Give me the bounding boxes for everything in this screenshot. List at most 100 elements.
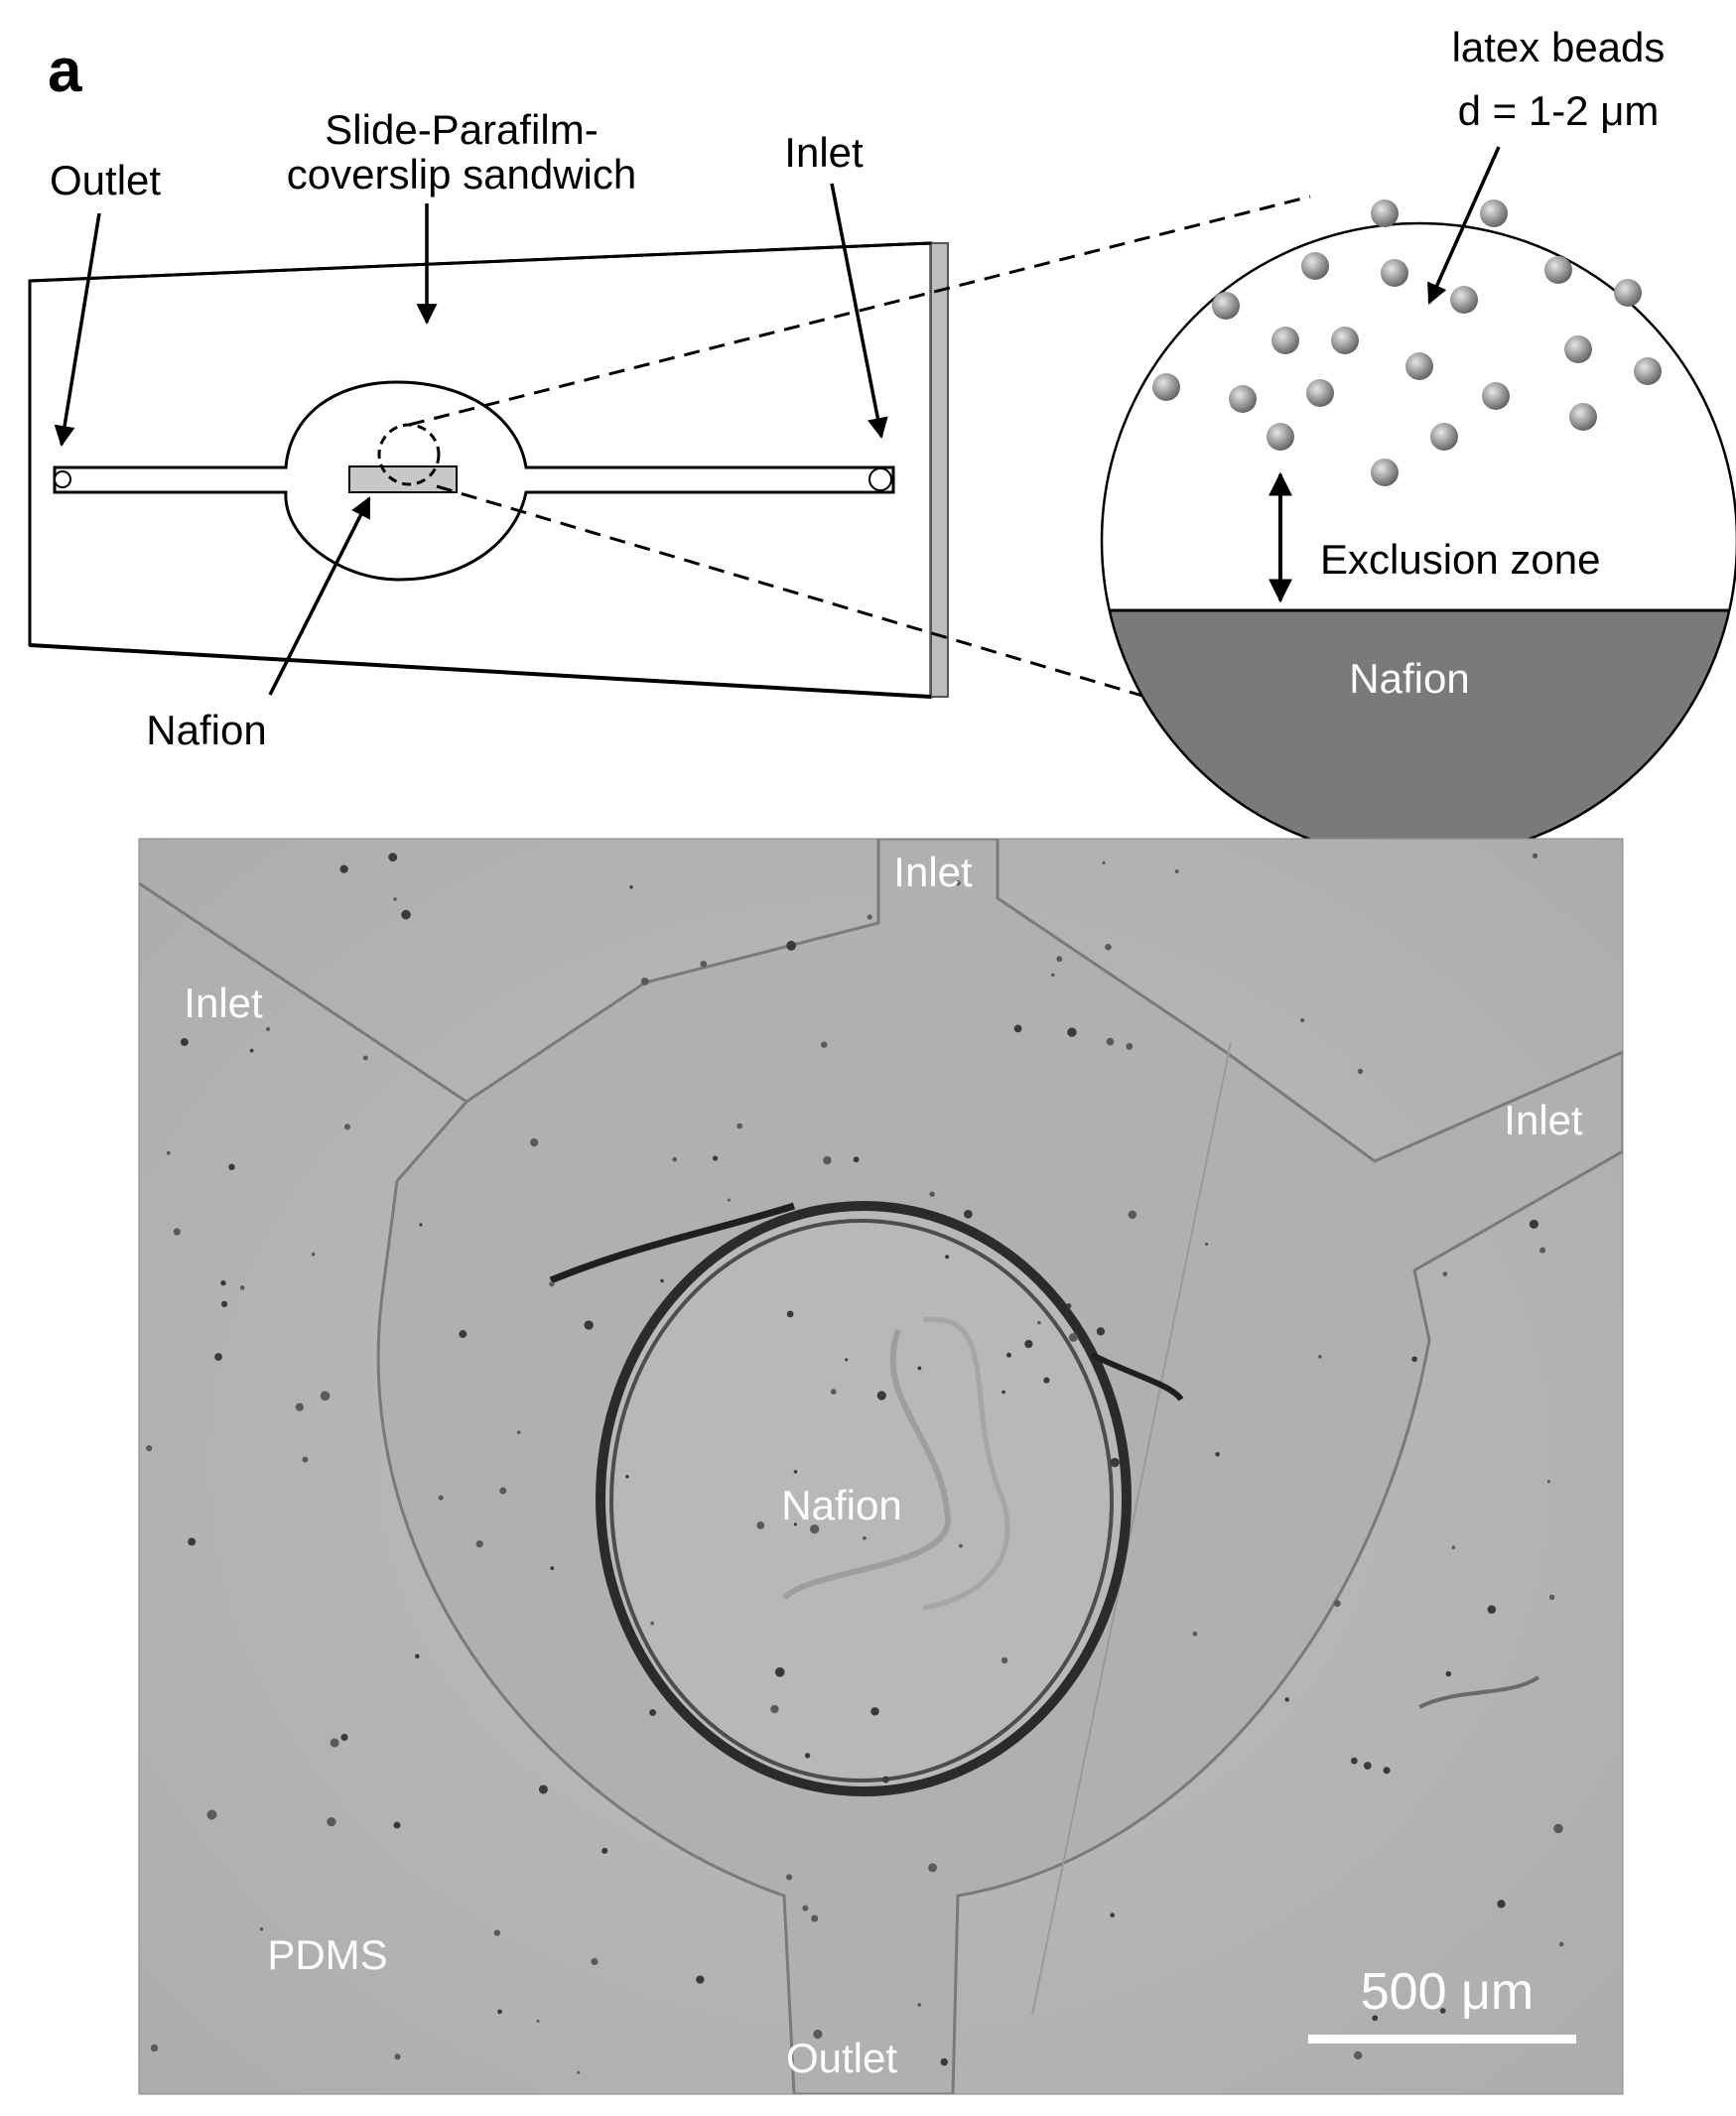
debris-speck [1553,1823,1563,1834]
debris-speck [475,1540,483,1548]
flow-channel [53,380,895,582]
outlet-photo-label: Outlet [786,2035,897,2081]
debris-speck [1024,1339,1033,1349]
debris-speck [1497,1900,1506,1909]
debris-speck [845,1358,849,1362]
nafion-disk [549,1201,1184,1796]
debris-speck [1066,1303,1072,1309]
debris-speck [736,1123,743,1129]
debris-speck [1051,973,1055,978]
debris-speck [1529,1219,1539,1230]
debris-speck [712,1155,719,1161]
debris-speck [1001,1656,1008,1664]
debris-speck [415,1653,420,1659]
debris-speck [394,2053,401,2060]
debris-speck [1106,1037,1115,1046]
debris-speck [928,1863,937,1873]
debris-speck [823,1155,832,1165]
panel-b: b Inlet Inlet Inlet Nafion [138,838,1624,2095]
inlet-arrow [830,183,888,440]
debris-speck [1174,869,1179,873]
latex-bead [1212,292,1240,320]
debris-speck [1110,1913,1115,1918]
latex-bead [1480,199,1508,227]
latex-bead [1544,256,1572,284]
debris-speck [1539,1247,1546,1254]
debris-speck [672,1156,677,1162]
debris-speck [601,1847,608,1854]
debris-speck [340,1733,348,1742]
debris-speck [917,1366,922,1371]
debris-speck [1363,1762,1372,1770]
debris-speck [549,1281,555,1287]
debris-speck [1439,2008,1446,2014]
debris-speck [220,1280,226,1286]
debris-speck [393,897,397,901]
debris-speck [1067,1027,1077,1037]
nafion-layer [1102,610,1736,859]
debris-speck [188,1537,197,1546]
panel-a-arrows [54,146,1501,696]
debris-speck [945,1255,950,1259]
debris-speck [1037,1320,1041,1325]
debris-speck [438,1495,444,1501]
debris-speck [493,1929,500,1936]
latex-bead [1267,423,1294,451]
latex-bead [1614,279,1642,307]
debris-speck [1383,1767,1391,1775]
debris-speck [1192,1631,1198,1637]
debris-speck [339,864,348,873]
debris-speck [362,1055,368,1061]
debris-speck [1357,1068,1364,1075]
debris-speck [1442,1271,1448,1277]
debris-speck [929,1191,935,1197]
debris-speck [853,1156,860,1163]
debris-speck [1096,1327,1106,1336]
debris-speck [955,880,961,886]
debris-speck [1043,1377,1050,1384]
debris-speck [774,1666,785,1677]
debris-speck [802,1905,809,1912]
debris-speck [577,2070,581,2074]
debris-speck [295,1402,304,1411]
debris-speck [150,2044,159,2052]
pdms-label: PDMS [267,1931,387,1978]
panel-a-letter: a [48,37,82,105]
debris-speck [327,1817,336,1827]
debris-speck [625,1474,629,1479]
latex-bead [1430,423,1458,451]
latex-bead [1482,382,1510,410]
debris-speck [302,1456,309,1463]
panel-a: a Exclusi [28,24,1736,860]
debris-speck [629,885,633,889]
debris-speck [660,1278,664,1283]
debris-speck [220,1300,228,1308]
outlet-arrow [54,212,101,448]
debris-speck [1558,1941,1564,1947]
debris-speck [228,1163,235,1171]
debris-speck [940,2057,948,2066]
debris-speck [536,2019,540,2023]
debris-speck [1002,1389,1005,1394]
debris-speck [876,1390,886,1400]
debris-speck [964,1210,973,1219]
debris-speck [863,1535,867,1540]
debris-speck [497,2009,502,2015]
micrograph [139,839,1623,2094]
debris-speck [809,1523,820,1534]
debris-specks [146,853,1564,2074]
debris-speck [650,1621,655,1626]
zoom-circle: Exclusion zone Nafion [1100,199,1736,860]
debris-speck [311,1252,316,1256]
latex-bead [1271,327,1299,354]
debris-speck [419,1223,423,1227]
nafion-photo-label: Nafion [781,1482,901,1528]
debris-speck [388,853,398,862]
latex-bead [1450,286,1478,314]
debris-speck [830,1389,837,1395]
debris-speck [756,1521,765,1529]
debris-speck [649,1709,657,1717]
debris-speck [259,1926,264,1931]
debris-speck [640,977,649,986]
